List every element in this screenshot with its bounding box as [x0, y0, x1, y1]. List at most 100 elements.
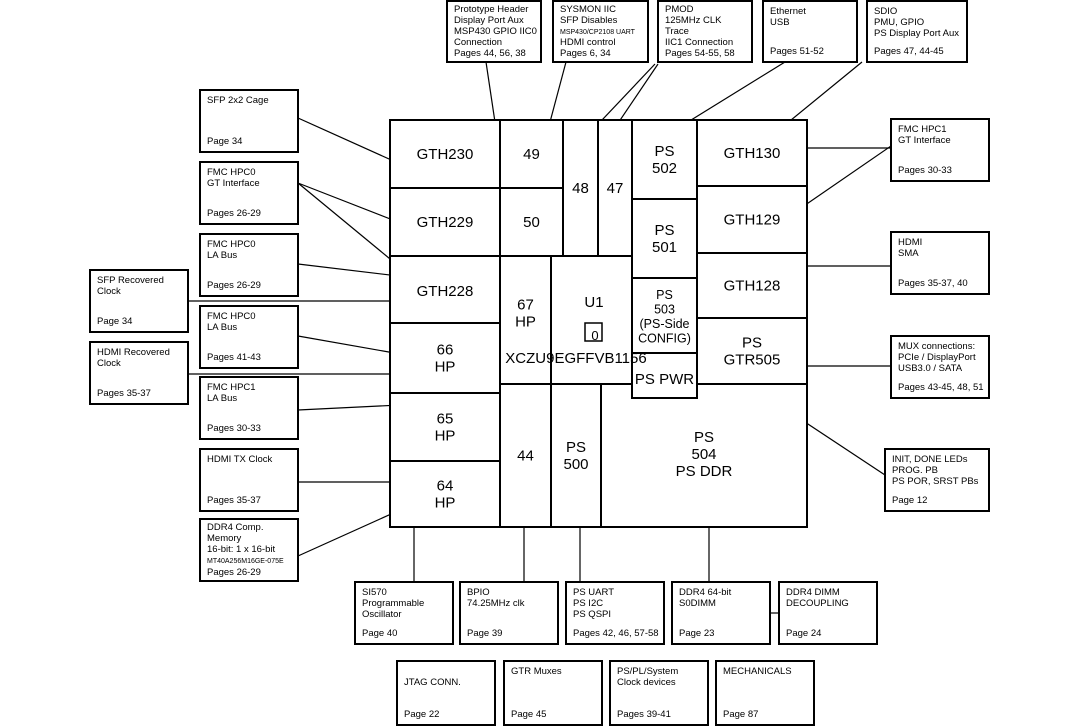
- callout-pages: Pages 47, 44-45: [874, 46, 944, 57]
- connector-line: [297, 182, 402, 269]
- callout-line: DDR4 64-bit: [679, 587, 732, 598]
- callout-line: MT40A256M16GE-075E: [207, 558, 284, 565]
- bank-label: HP: [435, 428, 456, 445]
- bank-outline: [597, 119, 633, 257]
- callout-line: PROG. PB: [892, 465, 938, 476]
- bank-label: GTH130: [724, 145, 781, 162]
- bank-label: 49: [523, 146, 540, 163]
- callout-line: BPIO: [467, 587, 490, 598]
- callout-line: FMC HPC0: [207, 167, 256, 178]
- callout-pages: Page 45: [511, 709, 546, 720]
- callout-pages: Pages 26-29: [207, 567, 261, 578]
- connector-line: [297, 335, 401, 355]
- callout-line: HDMI Recovered: [97, 347, 170, 358]
- callout-line: MSP430/CP2108 UART: [560, 29, 636, 36]
- callout-line: GT Interface: [207, 178, 260, 189]
- callout-line: HDMI: [898, 237, 922, 248]
- bank-bank44: 44: [499, 383, 552, 528]
- callout-line: SFP Recovered: [97, 275, 164, 286]
- callout-line: Clock: [97, 358, 121, 369]
- bank-label: GTR505: [724, 352, 781, 369]
- callout-line: LA Bus: [207, 322, 237, 333]
- callout-line: USB3.0 / SATA: [898, 363, 963, 374]
- callout-box: [199, 305, 299, 369]
- callout-line: LA Bus: [207, 250, 237, 261]
- callout-box: [199, 448, 299, 512]
- callout-pages: Pages 30-33: [898, 165, 952, 176]
- callout-pages: Page 34: [97, 316, 132, 327]
- callout-line: PS QSPI: [573, 609, 611, 620]
- callout-jtag-conn: JTAG CONN.Page 22: [396, 660, 496, 726]
- bank-bank49: 49: [499, 119, 564, 189]
- callout-line: PMU, GPIO: [874, 17, 924, 28]
- callout-box: [89, 341, 189, 405]
- bank-outline: [562, 119, 599, 257]
- callout-pages: Page 40: [362, 628, 397, 639]
- bank-label: 47: [607, 180, 624, 197]
- callout-line: Oscillator: [362, 609, 402, 620]
- callout-line: GTR Muxes: [511, 666, 562, 677]
- callout-line: Prototype Header: [454, 4, 528, 15]
- bank-label: CONFIG): [638, 331, 691, 345]
- callout-line: PS POR, SRST PBs: [892, 476, 979, 487]
- bank-gth228: GTH228: [389, 255, 501, 324]
- callout-line: Clock devices: [617, 677, 676, 688]
- bank-label: 50: [523, 214, 540, 231]
- bank-outline: [499, 119, 564, 189]
- callout-line: SI570: [362, 587, 387, 598]
- callout-line: USB: [770, 17, 790, 28]
- callout-line: PMOD: [665, 4, 694, 15]
- callout-pages: Pages 26-29: [207, 280, 261, 291]
- callout-line: SMA: [898, 248, 919, 259]
- bank-outline: [550, 383, 602, 528]
- callout-line: INIT, DONE LEDs: [892, 454, 968, 465]
- callout-box: [199, 376, 299, 440]
- callout-box: [354, 581, 454, 645]
- bank-label: GTH129: [724, 212, 781, 229]
- bank-label: 503: [654, 302, 675, 316]
- bank-outline: [631, 119, 698, 200]
- callout-box: [890, 118, 990, 182]
- callout-pages: Pages 35-37: [207, 495, 261, 506]
- callout-line: PCIe / DisplayPort: [898, 352, 976, 363]
- callout-box: [715, 660, 815, 726]
- callout-box: [609, 660, 709, 726]
- callout-pages: Pages 30-33: [207, 423, 261, 434]
- callout-line: SDIO: [874, 6, 897, 17]
- callout-line: Clock: [97, 286, 121, 297]
- callout-line: S0DIMM: [679, 598, 716, 609]
- callout-line: SFP 2x2 Cage: [207, 95, 269, 106]
- callout-line: Programmable: [362, 598, 424, 609]
- callout-line: Ethernet: [770, 6, 806, 17]
- bank-label: 65: [437, 411, 454, 428]
- callout-pages: Page 23: [679, 628, 714, 639]
- bank-label: PS: [654, 143, 674, 160]
- callout-pages: Page 22: [404, 709, 439, 720]
- bank-label: 44: [517, 448, 534, 465]
- callout-pages: Pages 44, 56, 38: [454, 48, 526, 59]
- bank-gth130: GTH130: [696, 119, 808, 187]
- bank-bank50: 50: [499, 187, 564, 257]
- callout-box: [890, 231, 990, 295]
- callout-box: [565, 581, 665, 645]
- bank-outline: [696, 252, 808, 319]
- callout-box: [762, 0, 858, 63]
- callout-box: [459, 581, 559, 645]
